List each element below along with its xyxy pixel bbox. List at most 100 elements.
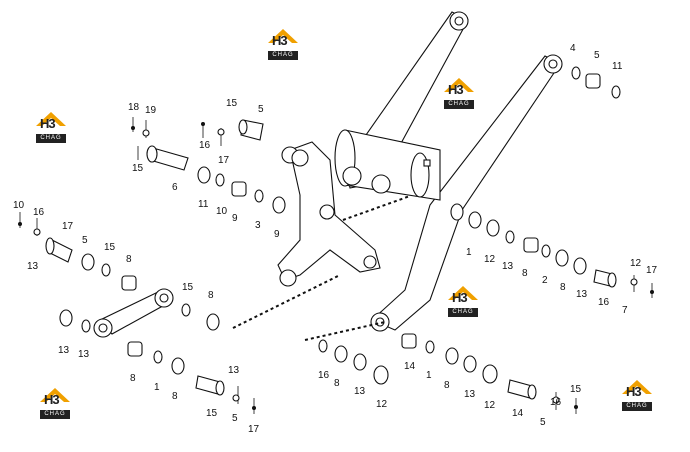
brand-logo-text: H3 bbox=[44, 392, 60, 407]
part-number-label: 8 bbox=[130, 373, 136, 384]
part-number-label: 10 bbox=[216, 206, 228, 217]
part-number-label: 5 bbox=[540, 417, 546, 428]
bushing-1-c bbox=[401, 333, 417, 349]
bushing-2 bbox=[523, 237, 539, 253]
part-number-label: 8 bbox=[208, 290, 214, 301]
brand-logo-subtext: CHAG bbox=[268, 51, 298, 60]
cross-tube bbox=[334, 129, 441, 201]
part-number-label: 17 bbox=[646, 265, 658, 276]
pin-7 bbox=[593, 269, 617, 288]
part-number-label: 8 bbox=[334, 378, 340, 389]
brand-logo-subtext: CHAG bbox=[448, 308, 478, 317]
part-number-label: 15 bbox=[104, 242, 116, 253]
part-number-label: 16 bbox=[33, 207, 45, 218]
brand-logo-text: H3 bbox=[448, 82, 464, 97]
part-number-label: 16 bbox=[318, 370, 330, 381]
pin-5-left bbox=[45, 237, 73, 263]
part-number-label: 9 bbox=[274, 229, 280, 240]
brand-logo: H3 CHAG bbox=[448, 286, 478, 320]
part-number-label: 13 bbox=[464, 389, 476, 400]
part-number-label: 13 bbox=[58, 345, 70, 356]
brand-logo: H3 CHAG bbox=[444, 78, 474, 112]
brand-logo-text: H3 bbox=[40, 116, 56, 131]
brand-logo: H3 CHAG bbox=[40, 388, 70, 422]
part-number-label: 8 bbox=[126, 254, 132, 265]
part-number-label: 1 bbox=[154, 382, 160, 393]
brand-logo-text: H3 bbox=[626, 384, 642, 399]
part-number-label: 17 bbox=[218, 155, 230, 166]
part-number-label: 13 bbox=[78, 349, 90, 360]
part-number-label: 14 bbox=[512, 408, 524, 419]
guide-line-2 bbox=[232, 274, 341, 329]
part-number-label: 8 bbox=[560, 282, 566, 293]
part-number-label: 2 bbox=[542, 275, 548, 286]
bushing-1-a bbox=[121, 275, 137, 291]
part-number-label: 5 bbox=[258, 104, 264, 115]
part-number-label: 12 bbox=[376, 399, 388, 410]
part-number-label: 15 bbox=[226, 98, 238, 109]
part-number-label: 5 bbox=[232, 413, 238, 424]
brand-logo-text: H3 bbox=[272, 33, 288, 48]
washers bbox=[59, 66, 621, 385]
part-number-label: 1 bbox=[426, 370, 432, 381]
part-number-label: 12 bbox=[630, 258, 642, 269]
brand-logo-text: H3 bbox=[452, 290, 468, 305]
part-number-label: 8 bbox=[444, 380, 450, 391]
part-number-label: 13 bbox=[576, 289, 588, 300]
pin-5-bottom-right bbox=[507, 379, 537, 400]
boom-arm-right bbox=[370, 54, 563, 332]
brand-logo-subtext: CHAG bbox=[36, 134, 66, 143]
part-number-label: 19 bbox=[145, 105, 157, 116]
part-number-label: 15 bbox=[132, 163, 144, 174]
pin-5-bottom-left bbox=[195, 375, 225, 396]
part-number-label: 8 bbox=[522, 268, 528, 279]
part-number-label: 11 bbox=[198, 199, 209, 210]
part-number-label: 17 bbox=[62, 221, 74, 232]
part-number-label: 15 bbox=[182, 282, 194, 293]
part-number-label: 16 bbox=[550, 397, 562, 408]
part-number-label: 10 bbox=[13, 200, 25, 211]
brand-logo-subtext: CHAG bbox=[40, 410, 70, 419]
bellcrank bbox=[277, 141, 381, 287]
bushing-3 bbox=[231, 181, 247, 197]
guide-line-3 bbox=[304, 321, 386, 341]
part-number-label: 13 bbox=[354, 386, 366, 397]
part-number-label: 8 bbox=[172, 391, 178, 402]
part-number-label: 9 bbox=[232, 213, 238, 224]
part-number-label: 13 bbox=[27, 261, 39, 272]
brand-logo-subtext: CHAG bbox=[444, 100, 474, 109]
part-number-label: 18 bbox=[128, 102, 140, 113]
part-number-label: 16 bbox=[199, 140, 211, 151]
part-number-label: 13 bbox=[502, 261, 514, 272]
part-number-label: 15 bbox=[206, 408, 218, 419]
pin-6 bbox=[146, 145, 189, 171]
brand-logo: H3 CHAG bbox=[622, 380, 652, 414]
part-number-label: 15 bbox=[570, 384, 582, 395]
part-number-label: 14 bbox=[404, 361, 416, 372]
part-number-label: 13 bbox=[228, 365, 240, 376]
part-number-label: 11 bbox=[612, 61, 623, 72]
brand-logo-subtext: CHAG bbox=[622, 402, 652, 411]
part-number-label: 17 bbox=[0, 0, 12, 3]
brand-logo: H3 CHAG bbox=[268, 29, 298, 63]
guide-line-1 bbox=[342, 195, 411, 221]
part-number-label: 5 bbox=[82, 235, 88, 246]
bushing-1-b bbox=[127, 341, 143, 357]
brand-logo: H3 CHAG bbox=[36, 112, 66, 146]
part-number-label: 3 bbox=[255, 220, 261, 231]
part-number-label: 12 bbox=[484, 254, 496, 265]
part-number-label: 17 bbox=[248, 424, 260, 435]
part-number-label: 7 bbox=[622, 305, 628, 316]
part-number-label: 16 bbox=[598, 297, 610, 308]
part-number-label: 1 bbox=[466, 247, 472, 258]
bolts bbox=[18, 117, 654, 414]
tilt-link bbox=[93, 288, 174, 338]
part-number-label: 6 bbox=[172, 182, 178, 193]
part-number-label: 5 bbox=[594, 50, 600, 61]
part-number-label: 12 bbox=[484, 400, 496, 411]
part-number-label: 4 bbox=[570, 43, 576, 54]
bushing-4 bbox=[585, 73, 601, 89]
